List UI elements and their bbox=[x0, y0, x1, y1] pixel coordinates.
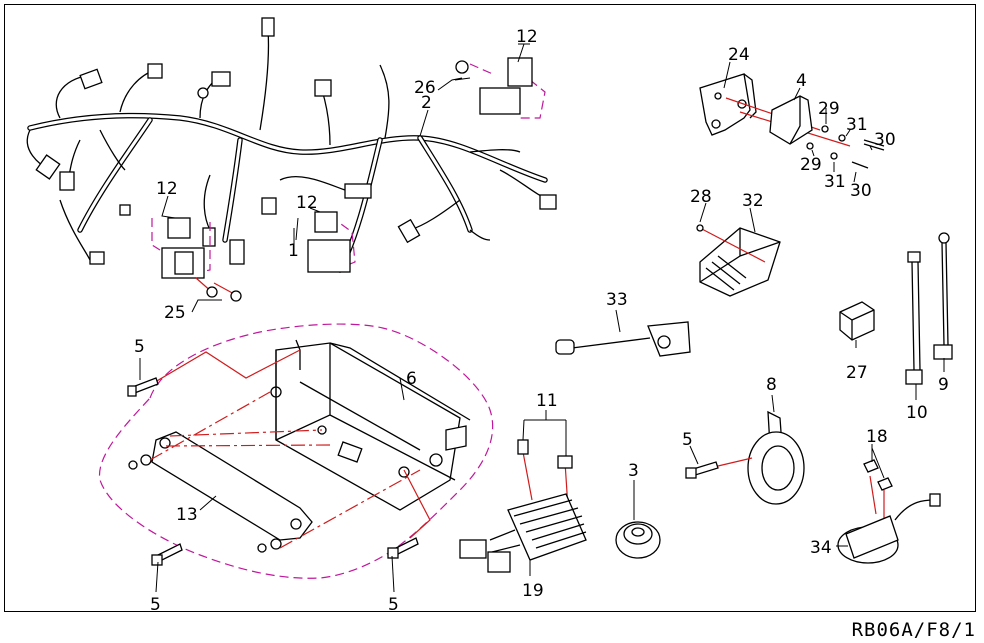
callout-1: 1 bbox=[288, 241, 299, 261]
callout-29: 29 bbox=[818, 99, 840, 119]
callout-12: 12 bbox=[296, 193, 318, 213]
callout-25: 25 bbox=[164, 303, 186, 323]
callout-9: 9 bbox=[938, 375, 949, 395]
callout-26: 26 bbox=[414, 78, 436, 98]
relay-group-middle bbox=[307, 211, 356, 273]
callout-27: 27 bbox=[846, 363, 868, 383]
drawing-reference-code: RB06A/F8/1 bbox=[851, 619, 976, 641]
relay-27 bbox=[839, 301, 875, 341]
callout-13: 13 bbox=[176, 505, 198, 525]
starter-relay-34 bbox=[837, 459, 941, 564]
bolts-5 bbox=[127, 377, 719, 566]
callout-28: 28 bbox=[690, 187, 712, 207]
battery-box-assembly bbox=[98, 323, 494, 579]
callout-31: 31 bbox=[846, 115, 868, 135]
horn-8 bbox=[717, 410, 805, 505]
drawing-frame bbox=[4, 4, 976, 612]
callout-8: 8 bbox=[766, 375, 777, 395]
callout-30: 30 bbox=[874, 130, 896, 150]
callout-5: 5 bbox=[150, 595, 161, 615]
callout-10: 10 bbox=[906, 403, 928, 423]
regulator-rectifier-19 bbox=[459, 439, 587, 573]
callout-19: 19 bbox=[522, 581, 544, 601]
callout-5: 5 bbox=[682, 430, 693, 450]
callout-labels: 12 26 2 24 4 29 31 30 29 31 30 12 12 1 2… bbox=[134, 27, 949, 615]
fuse-holder-10 bbox=[905, 251, 923, 385]
cdi-unit-32 bbox=[696, 224, 781, 297]
wiring-harness bbox=[26, 17, 557, 273]
callout-24: 24 bbox=[728, 45, 750, 65]
callout-12: 12 bbox=[516, 27, 538, 47]
screws-25 bbox=[195, 277, 242, 302]
leader-lines bbox=[139, 43, 945, 593]
callout-31: 31 bbox=[824, 172, 846, 192]
ignition-coil-33 bbox=[555, 321, 691, 357]
callout-18: 18 bbox=[866, 427, 888, 447]
callout-12: 12 bbox=[156, 179, 178, 199]
relay-group-left bbox=[151, 217, 211, 279]
callout-29: 29 bbox=[800, 155, 822, 175]
callout-33: 33 bbox=[606, 290, 628, 310]
callout-2: 2 bbox=[421, 93, 432, 113]
fuse-holder-9 bbox=[933, 232, 953, 360]
callout-30: 30 bbox=[850, 181, 872, 201]
relay-group-top bbox=[455, 57, 546, 119]
callout-34: 34 bbox=[810, 538, 832, 558]
callout-32: 32 bbox=[742, 191, 764, 211]
callout-5: 5 bbox=[134, 337, 145, 357]
callout-3: 3 bbox=[628, 461, 639, 481]
callout-6: 6 bbox=[406, 369, 417, 389]
callout-4: 4 bbox=[796, 71, 807, 91]
callout-5: 5 bbox=[388, 595, 399, 615]
callout-11: 11 bbox=[536, 391, 558, 411]
bracket-24-assembly bbox=[699, 73, 885, 169]
ignition-switch-3 bbox=[615, 521, 661, 559]
